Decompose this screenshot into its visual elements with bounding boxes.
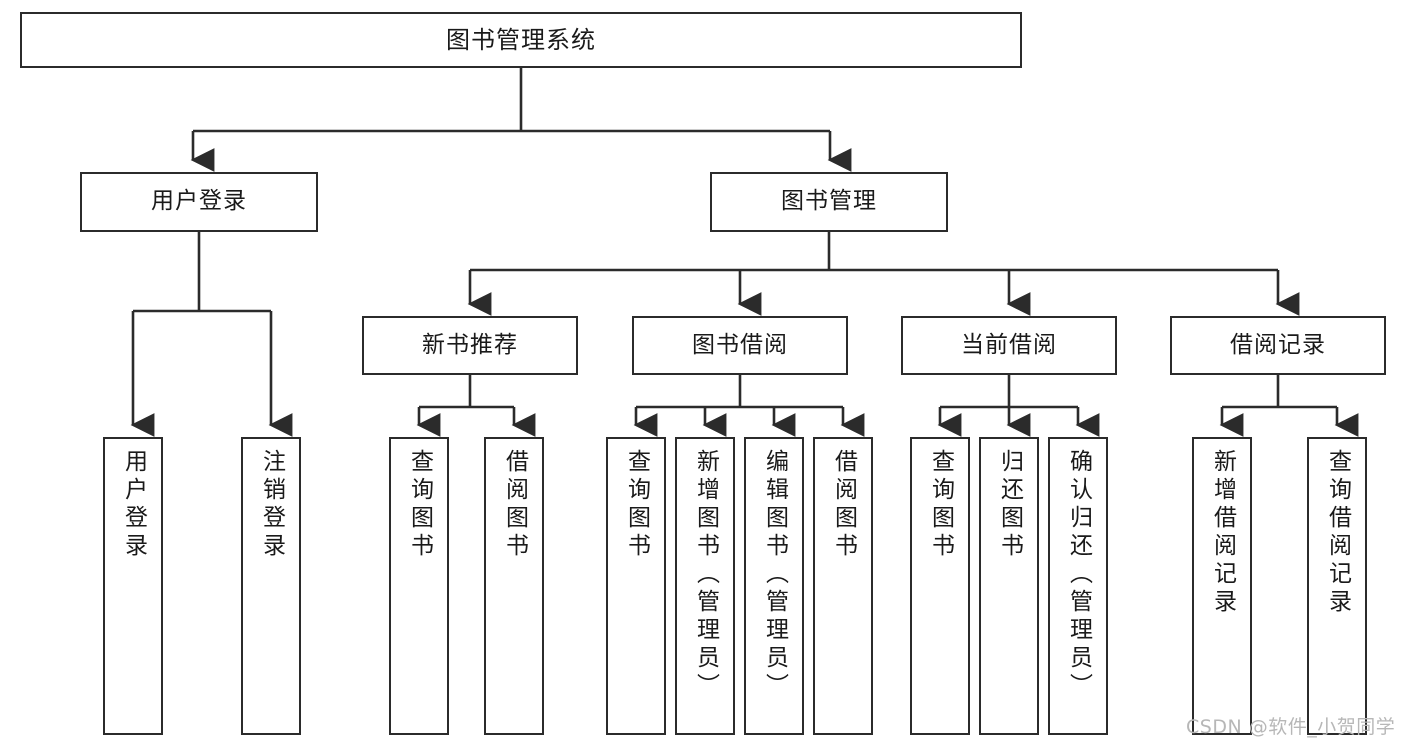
node-label: 查询借阅记录 bbox=[1324, 449, 1351, 617]
node-label: 用户登录 bbox=[120, 449, 147, 561]
node-leaf-query-book-3[interactable]: 查询图书 bbox=[910, 437, 970, 735]
node-label: 借阅记录 bbox=[1230, 331, 1326, 358]
node-leaf-user-logout[interactable]: 注销登录 bbox=[241, 437, 301, 735]
node-leaf-borrow-book-1[interactable]: 借阅图书 bbox=[484, 437, 544, 735]
node-label: 归还图书 bbox=[996, 449, 1023, 561]
node-label: 新书推荐 bbox=[422, 331, 518, 358]
csdn-watermark: CSDN @软件_小贺同学 bbox=[1186, 716, 1396, 738]
node-leaf-query-record[interactable]: 查询借阅记录 bbox=[1307, 437, 1367, 735]
node-label: 确认归还（管理员） bbox=[1065, 449, 1092, 701]
node-label: 图书管理 bbox=[781, 188, 877, 215]
node-label: 注销登录 bbox=[258, 449, 285, 561]
node-borrow-record[interactable]: 借阅记录 bbox=[1170, 316, 1386, 375]
node-label: 借阅图书 bbox=[501, 449, 528, 561]
node-label: 图书管理系统 bbox=[446, 25, 596, 54]
node-label: 图书借阅 bbox=[692, 331, 788, 358]
node-current-borrow[interactable]: 当前借阅 bbox=[901, 316, 1117, 375]
node-label: 借阅图书 bbox=[830, 449, 857, 561]
node-label: 查询图书 bbox=[927, 449, 954, 561]
node-label: 新增借阅记录 bbox=[1209, 449, 1236, 617]
node-leaf-borrow-book-2[interactable]: 借阅图书 bbox=[813, 437, 873, 735]
node-leaf-add-book[interactable]: 新增图书（管理员） bbox=[675, 437, 735, 735]
node-root-book-management-system[interactable]: 图书管理系统 bbox=[20, 12, 1022, 68]
node-book-manage[interactable]: 图书管理 bbox=[710, 172, 948, 232]
node-user-login[interactable]: 用户登录 bbox=[80, 172, 318, 232]
node-leaf-query-book-2[interactable]: 查询图书 bbox=[606, 437, 666, 735]
node-leaf-add-record[interactable]: 新增借阅记录 bbox=[1192, 437, 1252, 735]
node-label: 查询图书 bbox=[623, 449, 650, 561]
node-label: 新增图书（管理员） bbox=[692, 449, 719, 701]
node-leaf-confirm-return[interactable]: 确认归还（管理员） bbox=[1048, 437, 1108, 735]
node-new-book-recommend[interactable]: 新书推荐 bbox=[362, 316, 578, 375]
node-label: 编辑图书（管理员） bbox=[761, 449, 788, 701]
node-leaf-return-book[interactable]: 归还图书 bbox=[979, 437, 1039, 735]
node-label: 用户登录 bbox=[151, 188, 247, 215]
node-leaf-edit-book[interactable]: 编辑图书（管理员） bbox=[744, 437, 804, 735]
node-book-borrow[interactable]: 图书借阅 bbox=[632, 316, 848, 375]
node-label: 当前借阅 bbox=[961, 331, 1057, 358]
node-leaf-user-login[interactable]: 用户登录 bbox=[103, 437, 163, 735]
node-leaf-query-book-1[interactable]: 查询图书 bbox=[389, 437, 449, 735]
node-label: 查询图书 bbox=[406, 449, 433, 561]
